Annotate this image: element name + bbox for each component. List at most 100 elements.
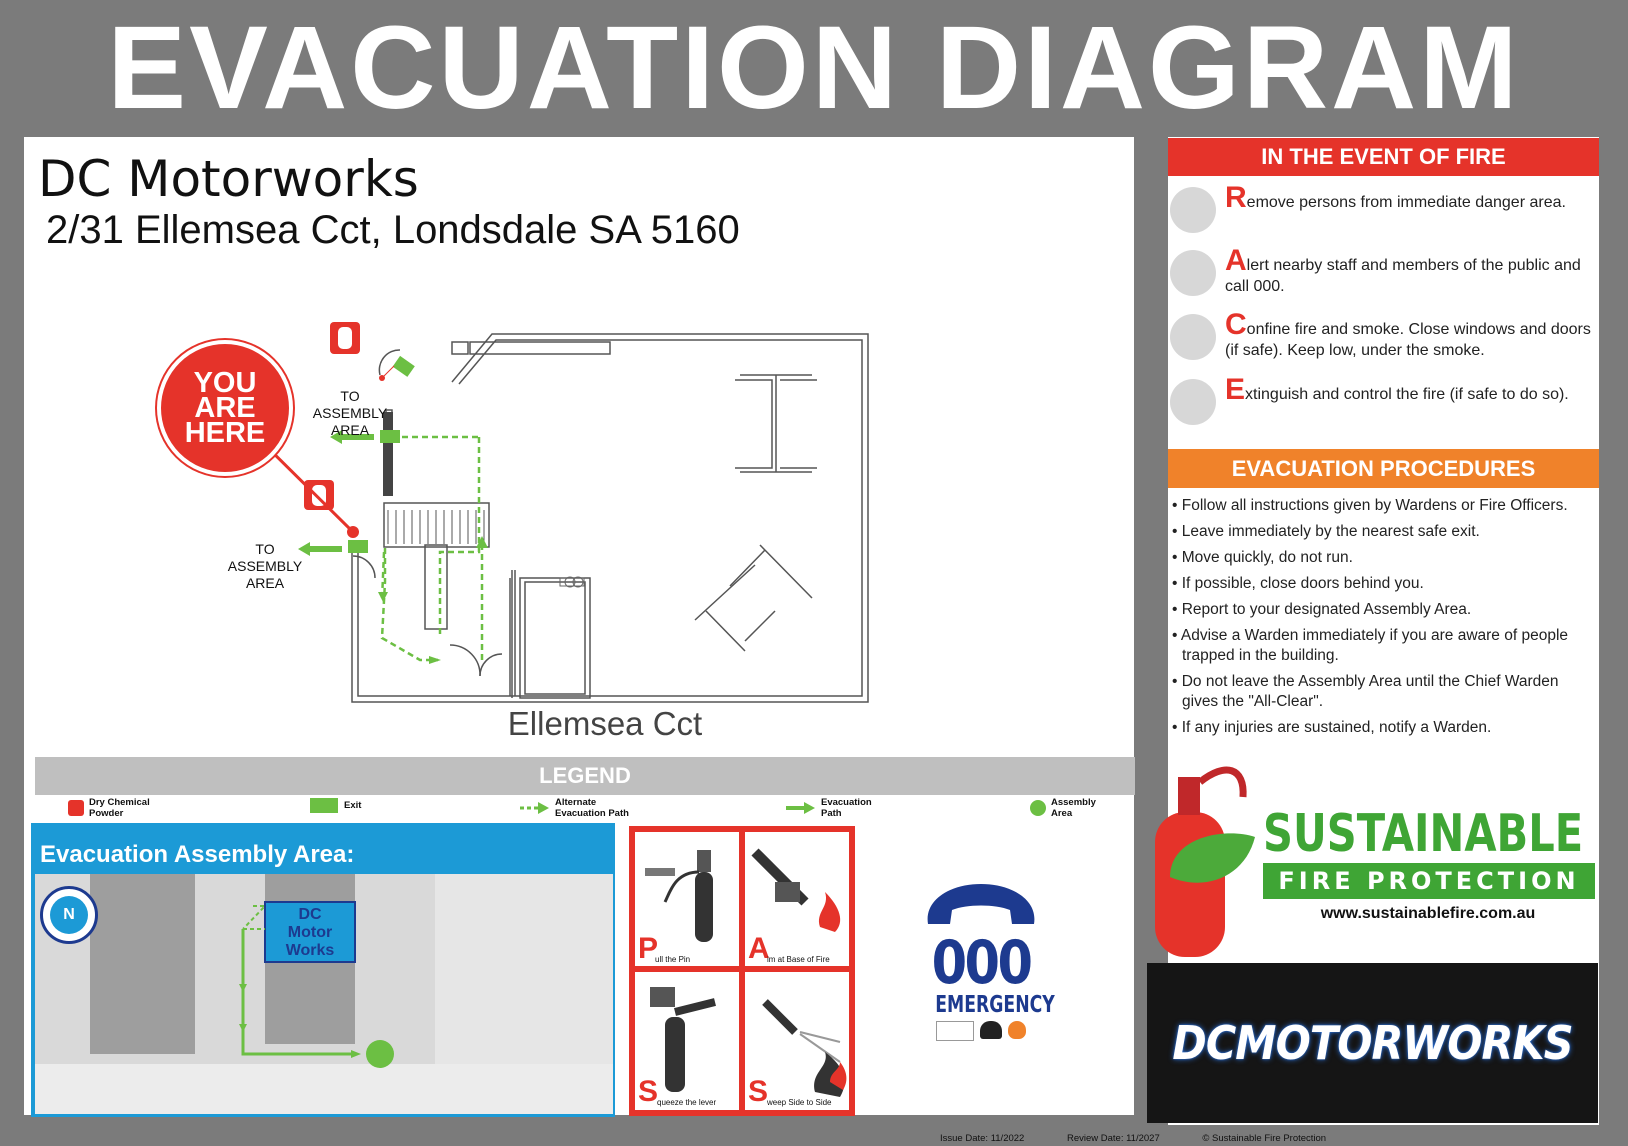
floor-plan — [253, 322, 869, 703]
procedure-text: Do not leave the Assembly Area until the… — [1181, 673, 1559, 710]
procedure-item: • Leave immediately by the nearest safe … — [1172, 523, 1480, 540]
area-text: AREA — [245, 575, 285, 591]
fire-icon — [751, 848, 841, 932]
to-assembly-label-lower: TO ASSEMBLY AREA — [220, 541, 310, 592]
person-rescue-icon — [1170, 187, 1216, 233]
extinguisher-icon — [68, 800, 84, 816]
procedure-text: If possible, close doors behind you. — [1181, 575, 1424, 592]
building-text: Motor — [287, 924, 333, 941]
issue-date: Issue Date: 11/2022 — [940, 1133, 1025, 1144]
to-assembly-label-upper: TO ASSEMBLY AREA — [305, 388, 395, 439]
pass-caption: queeze the lever — [657, 1098, 717, 1107]
building-label: DC Motor Works — [265, 906, 355, 960]
emergency-sign: 000 EMERGENCY — [920, 880, 1055, 1050]
pass-step-aim: A im at Base of Fire — [745, 832, 849, 966]
fire-heading: IN THE EVENT OF FIRE — [1168, 138, 1599, 176]
assembly-area-map: N DC Motor Works — [35, 874, 613, 1114]
procedure-item: • Follow all instructions given by Warde… — [1172, 497, 1568, 514]
sustainable-fire-logo: SUSTAINABLE FIRE PROTECTION www.sustaina… — [1145, 757, 1600, 962]
legend-label: Area — [1051, 808, 1073, 819]
brand-line1: SUSTAINABLE — [1263, 804, 1584, 864]
pass-letter: S — [638, 1075, 659, 1108]
street-name: Ellemsea Cct — [507, 705, 703, 742]
instructions-panel — [1168, 137, 1599, 1125]
procedure-item: • Report to your designated Assembly Are… — [1172, 601, 1472, 618]
north-label: N — [50, 896, 88, 934]
extinguisher-logo-icon — [1155, 766, 1255, 957]
north-icon: N — [40, 886, 98, 944]
assembly-text: ASSEMBLY — [312, 405, 388, 421]
assembly-area-icon — [1030, 800, 1046, 816]
procedures-heading: EVACUATION PROCEDURES — [1168, 449, 1599, 488]
race-letter: A — [1225, 244, 1247, 277]
sweep-spray-icon — [762, 999, 847, 1097]
legend-title: LEGEND — [35, 757, 1135, 795]
pass-letter: S — [748, 1075, 769, 1108]
page-title: EVACUATION DIAGRAM — [107, 1, 1521, 134]
race-step-confine: Confine fire and smoke. Close windows an… — [1168, 310, 1599, 364]
race-text: emove persons from immediate danger area… — [1246, 194, 1566, 211]
race-letter: E — [1225, 373, 1246, 406]
procedure-text: If any injuries are sustained, notify a … — [1181, 719, 1492, 736]
telephone-icon — [927, 884, 1035, 924]
copyright: © Sustainable Fire Protection — [1202, 1133, 1327, 1144]
footer: Issue Date: 11/2022 Review Date: 11/2027… — [940, 1133, 1366, 1144]
procedure-text: Report to your designated Assembly Area. — [1181, 601, 1472, 618]
procedure-item: • Move quickly, do not run. — [1172, 549, 1353, 566]
client-logo: DCMOTORWORKS — [1147, 963, 1598, 1123]
legend-label: Assembly — [1051, 797, 1096, 808]
assembly-text: ASSEMBLY — [227, 558, 303, 574]
legend-item-exit: Exit — [310, 798, 361, 813]
to-text: TO — [340, 388, 360, 404]
legend-label: Evacuation — [821, 797, 872, 808]
race-text: onfine fire and smoke. Close windows and… — [1225, 321, 1591, 359]
ambulance-icon — [936, 1021, 974, 1041]
brand-url: www.sustainablefire.com.au — [1320, 905, 1536, 922]
procedure-item: • Advise a Warden immediately if you are… — [1172, 627, 1569, 664]
assembly-area-title: Evacuation Assembly Area: — [40, 841, 355, 868]
procedures-list: • Follow all instructions given by Warde… — [1168, 496, 1596, 744]
door-icon — [1170, 314, 1216, 360]
emergency-label: EMERGENCY — [935, 992, 1055, 1018]
extinguisher-squeeze-icon — [650, 987, 716, 1092]
fire-icon — [1008, 1021, 1026, 1039]
race-text: lert nearby staff and members of the pub… — [1225, 257, 1581, 295]
brand-line2: FIRE PROTECTION — [1263, 863, 1595, 899]
pass-letter: A — [748, 932, 770, 965]
pass-step-pull: P ull the Pin — [635, 832, 739, 966]
services-icons — [920, 1021, 1042, 1041]
legend-label: Powder — [89, 808, 124, 819]
legend-label: Evacuation Path — [555, 808, 629, 819]
pass-step-sweep: S weep Side to Side — [745, 972, 849, 1110]
business-address: 2/31 Ellemsea Cct, Londsdale SA 5160 — [46, 208, 740, 252]
pass-caption: ull the Pin — [655, 955, 691, 964]
pass-letter: P — [638, 932, 659, 965]
to-text: TO — [255, 541, 275, 557]
procedure-item: • If any injuries are sustained, notify … — [1172, 719, 1492, 736]
extinguisher-icon — [1170, 379, 1216, 425]
procedure-text: Advise a Warden immediately if you are a… — [1180, 627, 1569, 664]
area-text: AREA — [330, 422, 370, 438]
race-step-alert: Alert nearby staff and members of the pu… — [1168, 246, 1599, 300]
you-label: YOU — [193, 366, 257, 399]
legend-label: Alternate — [555, 797, 597, 808]
legend-label: Path — [821, 808, 842, 819]
pass-caption: im at Base of Fire — [767, 955, 830, 964]
exit-sign-icon — [348, 355, 415, 553]
race-step-remove: Remove persons from immediate danger are… — [1168, 183, 1599, 237]
business-name: DC Motorworks — [38, 150, 419, 208]
building-text: Works — [285, 942, 335, 959]
arrow-icon — [786, 802, 815, 814]
police-hat-icon — [980, 1021, 1002, 1039]
pass-caption: weep Side to Side — [767, 1098, 832, 1107]
assembly-route — [239, 901, 394, 1068]
pass-poster: P ull the Pin A im at Base of Fire S que… — [629, 826, 855, 1116]
procedure-text: Follow all instructions given by Wardens… — [1181, 497, 1568, 514]
exit-sign-icon — [310, 798, 338, 813]
procedure-text: Leave immediately by the nearest safe ex… — [1181, 523, 1480, 540]
extinguisher-pin-icon — [645, 850, 713, 942]
